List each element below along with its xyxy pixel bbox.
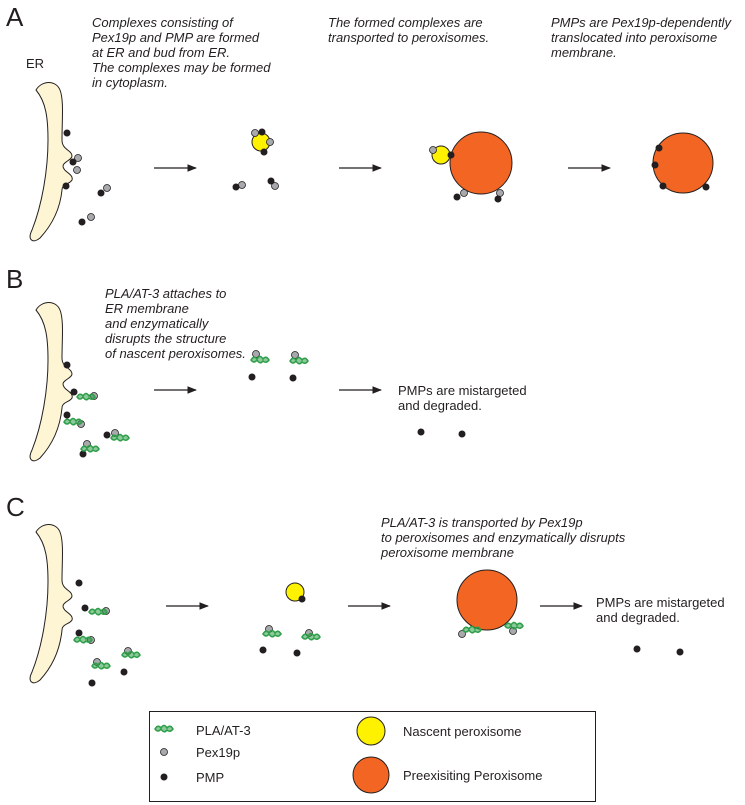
- legend-preexisting-peroxisome-label: Preexisiting Peroxisome: [403, 768, 543, 783]
- panel-b-outcome: PMPs are mistargeted and degraded.: [398, 383, 527, 413]
- legend-pmp-label: PMP: [196, 770, 225, 785]
- legend-pla-at3-icon: [154, 724, 174, 733]
- panel-a-step2-caption: The formed complexes are transported to …: [328, 15, 490, 45]
- panel-letter-b: B: [6, 264, 24, 294]
- legend-preexisting-peroxisome-icon: [352, 756, 390, 794]
- legend-nascent-peroxisome-icon: [356, 716, 386, 746]
- legend-box: [149, 711, 596, 802]
- er-organelle-a: [29, 82, 73, 242]
- nascent-peroxisome-c: [285, 582, 305, 602]
- panel-letter-a: A: [6, 2, 24, 32]
- er-label: ER: [26, 56, 45, 71]
- pla-at3-glyphs: [63, 355, 524, 670]
- legend-pex19p-label: Pex19p: [196, 745, 241, 760]
- pmp-dots: [62, 128, 710, 687]
- legend-pex19p-icon: [160, 748, 168, 756]
- er-organelle-b: [29, 302, 73, 462]
- panel-c-outcome: PMPs are mistargeted and degraded.: [596, 595, 725, 625]
- preexisting-peroxisome-a2: [449, 131, 513, 195]
- legend-pmp-icon: [160, 773, 168, 781]
- panel-c-step2-caption: PLA/AT-3 is transported by Pex19p to per…: [381, 515, 626, 560]
- er-organelle-c: [29, 524, 73, 684]
- legend-pla-at3-label: PLA/AT-3: [196, 723, 251, 738]
- panel-a-step3-caption: PMPs are Pex19p-dependently translocated…: [551, 15, 731, 60]
- panel-letter-c: C: [6, 492, 25, 522]
- legend-nascent-peroxisome-label: Nascent peroxisome: [403, 724, 522, 739]
- panel-b-step1-caption: PLA/AT-3 attaches to ER membrane and enz…: [105, 286, 246, 361]
- panel-a-step1-caption: Complexes consisting of Pex19p and PMP a…: [92, 15, 271, 90]
- preexisting-peroxisome-c: [456, 569, 518, 631]
